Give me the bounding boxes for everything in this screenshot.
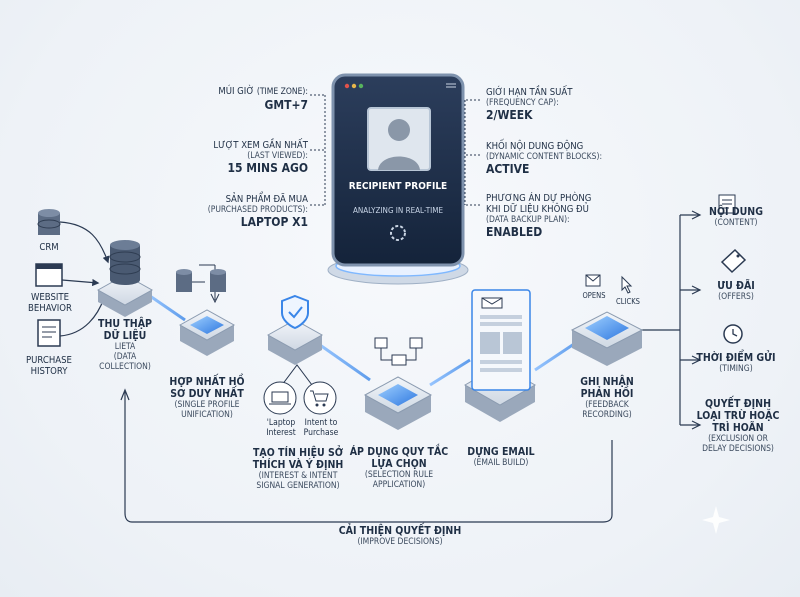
output-timing: THỜI ĐIỂM GỬI (TIMING) [694,352,778,374]
step-sub: LIETA (DATA COLLECTION) [99,342,151,372]
improve-decisions: CẢI THIỆN QUYẾT ĐỊNH (IMPROVE DECISIONS) [300,525,500,547]
output-sub: (TIMING) [719,364,753,374]
output-offers: ƯU ĐÃI (OFFERS) [696,280,776,302]
attr-frequency: GIỚI HẠN TẦN SUẤT (FREQUENCY CAP): 2/WEE… [486,87,646,122]
output-sub: (EXCLUSION OR DELAY DECISIONS) [702,434,774,454]
attr-sub: (LAST VIEWED): [247,151,308,161]
output-sub: (OFFERS) [718,292,754,302]
source-crm: CRM [39,242,59,253]
step-title: TẠO TÍN HIỆU SỞ THÍCH VÀ Ý ĐỊNH [252,447,344,471]
output-title: NỘI DUNG [709,206,763,218]
attr-value: LAPTOP X1 [240,215,308,229]
attr-label: PHƯƠNG ÁN DỰ PHÒNG KHI DỮ LIỆU KHÔNG ĐỦ [486,193,592,215]
platform-unification [178,309,236,356]
arrow-web [61,278,100,287]
attr-value: ENABLED [486,225,543,239]
content-icon [718,194,736,214]
attr-value: GMT+7 [264,98,308,112]
platform-feedback [570,311,644,366]
step-title: ÁP DỤNG QUY TẮC LỰA CHỌN [349,446,449,470]
output-title: THỜI ĐIỂM GỬI [696,352,776,364]
cart-icon [303,381,337,415]
attr-sub: (FREQUENCY CAP): [486,98,559,108]
clicks-label: CLICKS [616,297,640,306]
pipeline-1 [149,294,186,322]
rule-flow-icon [374,337,423,366]
attr-sub: (DYNAMIC CONTENT BLOCKS): [486,152,603,162]
output-sub: (CONTENT) [714,218,758,228]
step-email-build: DỰNG EMAIL (EMAIL BUILD) [456,446,546,468]
platform-signals [266,319,324,365]
attr-label: GIỚI HẠN TẦN SUẤT [486,87,573,98]
receipt-icon [37,319,61,347]
tag-icon [720,248,747,274]
clock-icon [723,324,743,344]
output-title: QUYẾT ĐỊNH LOẠI TRỪ HOẶC TRÌ HOÃN [696,398,780,434]
pipeline-4 [429,358,471,387]
feedback-loop [124,392,613,523]
output-content: NỘI DUNG (CONTENT) [696,206,776,228]
profile-card-status: ANALYZING IN REAL-TIME [352,206,444,215]
source-website: WEBSITE BEHAVIOR [28,292,72,314]
loop-sub: (IMPROVE DECISIONS) [357,537,443,547]
step-sub: (INTEREST & INTENT SIGNAL GENERATION) [256,471,340,491]
database-stack-icon [109,240,141,285]
step-sub: (FEEDBACK RECORDING) [582,400,632,420]
step-unification: HỢP NHẤT HỒ SƠ DUY NHẤT (SINGLE PROFILE … [160,376,254,420]
email-mockup-icon [471,289,531,391]
attr-label: KHỐI NỘI DUNG ĐỘNG [486,141,584,152]
attr-label: SẢN PHẨM ĐÃ MUA [225,194,308,205]
loop-title: CẢI THIỆN QUYẾT ĐỊNH [338,525,462,537]
attr-sub: (DATA BACKUP PLAN): [486,215,570,225]
step-title: HỢP NHẤT HỒ SƠ DUY NHẤT [169,376,245,400]
card-link-right [464,99,480,206]
step-sub: (EMAIL BUILD) [473,458,529,468]
output-title: ƯU ĐÃI [717,280,755,292]
attr-purchased: SẢN PHẨM ĐÃ MUA (PURCHASED PRODUCTS): LA… [160,194,308,229]
step-title: GHI NHẬN PHẢN HỒI [580,376,634,400]
arrow-crm [59,221,110,264]
attr-timezone: MÚI GIỜ (TIME ZONE): GMT+7 [160,86,308,112]
loading-spinner-icon [390,225,406,241]
attr-sub: (TIME ZONE): [256,87,308,97]
signal-laptop-label: 'Laptop Interest [266,418,296,438]
attr-value: ACTIVE [486,162,530,176]
profile-card-title: RECIPIENT PROFILE [348,181,448,192]
signal-intent-label: Intent to Purchase [303,418,339,438]
sparkle-icon [702,506,730,534]
step-sub: (SELECTION RULE APPLICATION) [364,470,434,490]
attr-label: LƯỢT XEM GẦN NHẤT [213,140,308,151]
card-link-left [310,94,326,206]
opens-label: OPENS [582,291,606,300]
attr-last-viewed: LƯỢT XEM GẦN NHẤT (LAST VIEWED): 15 MINS… [160,140,308,175]
step-sub: (SINGLE PROFILE UNIFICATION) [174,400,240,420]
browser-window-icon [35,263,63,287]
merge-stacks-icon [176,269,226,292]
recipient-profile-card [327,73,469,285]
output-exclusion: QUYẾT ĐỊNH LOẠI TRỪ HOẶC TRÌ HOÃN (EXCLU… [694,398,782,454]
source-purchase: PURCHASE HISTORY [26,355,72,377]
signal-link [281,364,313,386]
attr-value: 2/WEEK [486,108,533,122]
platform-selection [363,376,433,430]
output-branch [672,214,700,426]
crm-database-icon [37,209,61,235]
attr-label: MÚI GIỜ [218,86,255,97]
pipeline-3 [319,343,371,382]
step-title: THU THẬP DỮ LIỆU [98,318,152,342]
step-collection: THU THẬP DỮ LIỆU LIETA (DATA COLLECTION) [93,318,157,372]
step-selection: ÁP DỤNG QUY TẮC LỰA CHỌN (SELECTION RULE… [347,446,451,490]
cursor-click-icon [621,275,633,294]
attr-dynamic-blocks: KHỐI NỘI DUNG ĐỘNG (DYNAMIC CONTENT BLOC… [486,141,646,176]
shield-icon [281,294,309,330]
envelope-open-icon [585,274,601,287]
attr-value: 15 MINS AGO [227,161,309,175]
attr-sub: (PURCHASED PRODUCTS): [207,205,308,215]
step-feedback: GHI NHẬN PHẢN HỒI (FEEDBACK RECORDING) [572,376,642,420]
laptop-icon [263,381,297,415]
attr-backup-plan: PHƯƠNG ÁN DỰ PHÒNG KHI DỮ LIỆU KHÔNG ĐỦ … [486,193,646,239]
step-signals: TẠO TÍN HIỆU SỞ THÍCH VÀ Ý ĐỊNH (INTERES… [246,447,350,491]
step-title: DỰNG EMAIL [467,446,535,458]
